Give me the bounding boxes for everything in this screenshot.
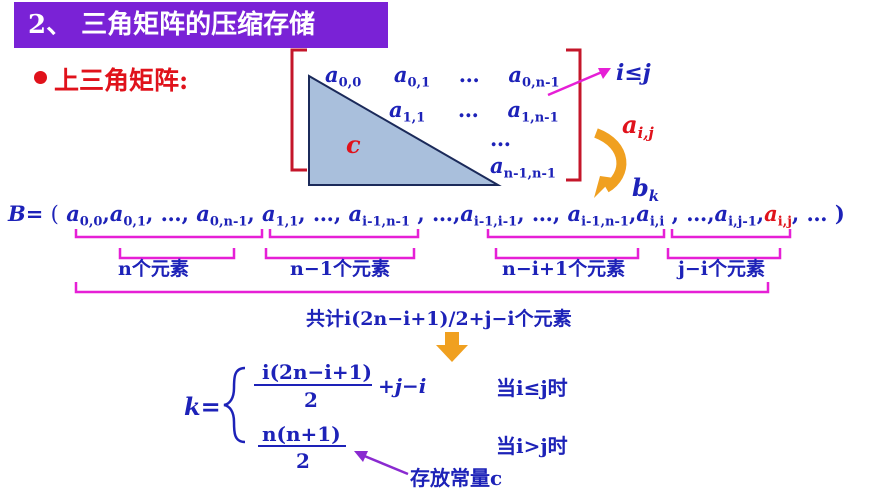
count-label-2: n−1个元素 xyxy=(290,258,390,280)
matrix-dots: … xyxy=(490,126,511,151)
bullet-icon xyxy=(34,71,47,84)
case1-numerator: i(2n−i+1) xyxy=(262,360,373,384)
case2-denominator: 2 xyxy=(296,449,310,473)
count-brace-2 xyxy=(264,248,416,260)
matrix-row-1: a1,1 … a1,n-1 xyxy=(389,97,559,126)
group-bracket-3 xyxy=(486,229,666,239)
mapping-arrow-head xyxy=(594,176,614,198)
slide-title: 2、 三角矩阵的压缩存储 xyxy=(14,2,388,48)
case1-denominator: 2 xyxy=(304,388,318,412)
element-aij: ai,j xyxy=(622,110,654,143)
group-bracket-1 xyxy=(74,229,264,239)
matrix-last-entry: an-1,n-1 xyxy=(490,153,556,182)
count-label-4: j−i个元素 xyxy=(678,258,766,280)
count-brace-3 xyxy=(494,248,640,260)
cases-brace xyxy=(223,366,246,444)
matrix-right-bracket xyxy=(566,48,582,182)
count-label-3: n−i+1个元素 xyxy=(502,258,626,280)
upper-triangle-shape xyxy=(308,74,502,186)
total-count-label: 共计i(2n−i+1)/2+j−i个元素 xyxy=(306,308,572,330)
case1-tail: +j−i xyxy=(378,374,427,398)
case2-numerator: n(n+1) xyxy=(262,422,341,446)
group-bracket-4 xyxy=(670,229,792,239)
matrix-row-0: a0,0 a0,1 … a0,n-1 xyxy=(325,62,560,91)
sequence-line: B= ( a0,0,a0,1, …, a0,n-1, a1,1, …, ai-1… xyxy=(8,201,845,230)
count-brace-1 xyxy=(118,248,236,260)
total-brace xyxy=(74,282,770,294)
case1-condition: 当i≤j时 xyxy=(496,376,568,400)
mapping-arrow xyxy=(593,128,627,193)
element-bk: bk xyxy=(632,173,660,206)
down-arrow-head xyxy=(436,345,468,362)
case2-condition: 当i>j时 xyxy=(496,434,568,458)
count-label-1: n个元素 xyxy=(118,258,189,280)
condition-arrow-head xyxy=(598,68,611,79)
note-arrow xyxy=(361,453,409,476)
triangle-label: c xyxy=(346,130,361,159)
formula-k: k= xyxy=(184,392,221,421)
bullet-label: 上三角矩阵: xyxy=(54,66,189,95)
condition-label: i≤j xyxy=(616,60,651,86)
group-bracket-2 xyxy=(268,229,420,239)
down-arrow-body xyxy=(445,332,459,346)
condition-arrow xyxy=(547,70,603,97)
matrix-left-bracket xyxy=(290,48,307,172)
constant-note: 存放常量c xyxy=(410,466,503,490)
count-brace-4 xyxy=(666,248,782,260)
note-arrow-head xyxy=(354,451,368,462)
